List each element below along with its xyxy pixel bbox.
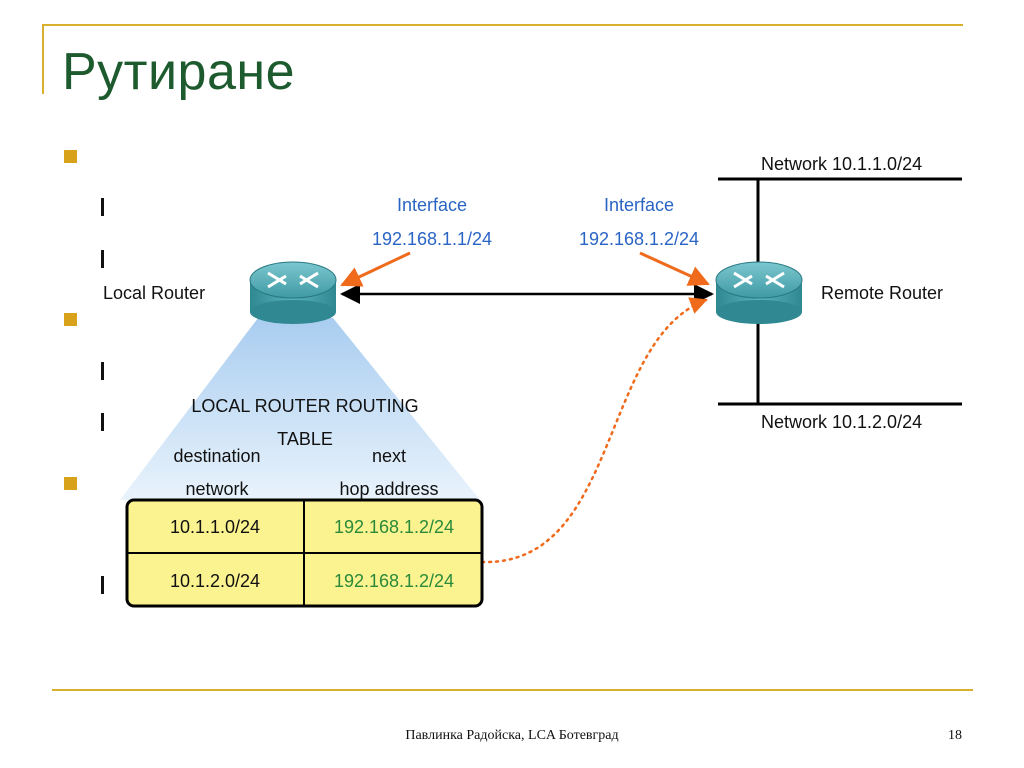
next-hop-dotted-arrow <box>480 297 708 564</box>
page-number: 18 <box>948 728 962 743</box>
header-next-line1: next <box>372 446 406 466</box>
routing-table: 10.1.1.0/24 192.168.1.2/24 10.1.2.0/24 1… <box>125 498 484 608</box>
footer-author: Павлинка Радойска, LCA Ботевград <box>405 728 619 743</box>
local-interface-address: 192.168.1.1/24 <box>372 229 492 249</box>
local-interface-arrow <box>340 251 411 287</box>
hidden-text-fragment <box>101 198 104 216</box>
routing-table-title-line1: LOCAL ROUTER ROUTING <box>191 396 418 416</box>
header-destination-line1: destination <box>173 446 260 466</box>
bullet-marker-3 <box>64 477 77 490</box>
local-interface-label: Interface <box>397 195 467 215</box>
table-row-2-destination: 10.1.2.0/24 <box>170 571 260 591</box>
remote-router-label: Remote Router <box>821 283 943 303</box>
local-router-icon <box>249 261 337 324</box>
table-row-1-destination: 10.1.1.0/24 <box>170 517 260 537</box>
table-row-2-next-hop: 192.168.1.2/24 <box>334 571 454 591</box>
remote-interface-label: Interface <box>604 195 674 215</box>
routing-table-title-line2: TABLE <box>277 429 333 449</box>
title-frame-left-rule <box>42 24 44 94</box>
remote-interface-address: 192.168.1.2/24 <box>579 229 699 249</box>
bullet-marker-2 <box>64 313 77 326</box>
hidden-text-fragment <box>101 250 104 268</box>
slide-title: Рутиране <box>62 43 296 101</box>
title-frame-top-rule <box>42 24 963 26</box>
local-router-label: Local Router <box>103 283 205 303</box>
network-top-label: Network 10.1.1.0/24 <box>761 154 922 174</box>
remote-router-icon <box>715 261 803 324</box>
bullet-marker-1 <box>64 150 77 163</box>
hidden-text-fragment <box>101 362 104 380</box>
routing-diagram: Local Router Remote Router Interface 192… <box>103 154 962 608</box>
network-bottom-label: Network 10.1.2.0/24 <box>761 412 922 432</box>
hidden-text-fragment <box>101 576 104 594</box>
footer-rule <box>52 689 973 691</box>
header-destination-line2: network <box>185 479 249 499</box>
remote-interface-arrow <box>639 251 710 286</box>
table-row-1-next-hop: 192.168.1.2/24 <box>334 517 454 537</box>
hidden-text-fragment <box>101 413 104 431</box>
header-next-line2: hop address <box>339 479 438 499</box>
routing-table-beam <box>120 318 480 500</box>
